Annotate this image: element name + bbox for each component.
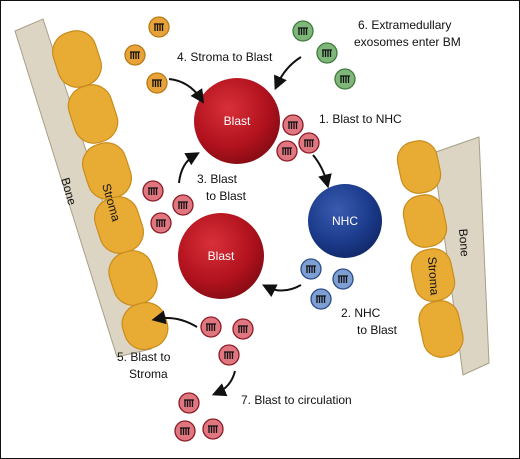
nhc-cell: NHC [308, 184, 382, 258]
exosome [172, 194, 194, 216]
step-3-label-line2: to Blast [206, 189, 247, 203]
blast-top-label: Blast [224, 114, 251, 128]
step-6-label-line2: exosomes enter BM [354, 35, 461, 49]
step-6-label-line1: 6. Extramedullary [358, 18, 451, 32]
arrow-nhc-to-blast [261, 284, 302, 298]
arrow-blast-to-circulation [211, 370, 236, 397]
arrow-extramedullary-to-blast [274, 56, 302, 91]
arrow-blast-to-nhc [312, 154, 332, 189]
exosome [282, 114, 304, 136]
exosome [332, 268, 354, 290]
exosome [298, 132, 320, 154]
exosome [174, 420, 196, 442]
arrows [151, 56, 332, 397]
exosome [178, 392, 200, 414]
stroma-exosomes-group [124, 16, 170, 94]
exosome [148, 16, 170, 38]
step-labels: 4. Stroma to Blast 6. Extramedullary exo… [117, 18, 461, 407]
exosome [232, 318, 254, 340]
nhc-to-blast-exosomes [300, 258, 354, 310]
left-stroma-cells [52, 30, 169, 351]
step-5-label-line2: Stroma [129, 367, 168, 381]
step-1-label: 1. Blast to NHC [319, 112, 402, 126]
blast-to-nhc-exosomes [276, 114, 320, 162]
exosome [200, 316, 222, 338]
left-bone-stroma: Bone Stroma [14, 18, 169, 358]
right-bone-label: Bone [456, 228, 472, 257]
step-7-label: 7. Blast to circulation [241, 393, 352, 407]
exosome [146, 72, 168, 94]
exosome [276, 140, 298, 162]
blast-to-blast-exosomes [142, 180, 194, 234]
exosome [202, 418, 224, 440]
exosome [300, 258, 322, 280]
arrow-blast-to-stroma [151, 310, 198, 328]
exosome [124, 44, 146, 66]
nhc-label: NHC [332, 214, 358, 228]
arrow-blast-to-blast [178, 152, 200, 184]
arrow-stroma-to-blast [168, 78, 205, 104]
right-bone-stroma: Bone Stroma [396, 136, 490, 376]
step-5-label-line1: 5. Blast to [117, 350, 171, 364]
blast-bottom-label: Blast [208, 249, 235, 263]
step-4-label: 4. Stroma to Blast [177, 50, 273, 64]
blast-cell-bottom: Blast [178, 213, 264, 299]
exosome [334, 68, 356, 90]
step-2-label-line2: to Blast [357, 323, 398, 337]
exosome [316, 42, 338, 64]
exosome [310, 288, 332, 310]
exosome [218, 344, 240, 366]
exosome [150, 212, 172, 234]
step-2-label-line1: 2. NHC [341, 306, 381, 320]
extramedullary-exosomes-group [292, 20, 356, 90]
exosome [142, 180, 164, 202]
exosome [292, 20, 314, 42]
blast-to-stroma-exosomes [200, 316, 254, 366]
blast-to-circulation-exosomes [174, 392, 224, 442]
blast-cell-top: Blast [194, 78, 280, 164]
right-stroma-cells [396, 140, 464, 358]
step-3-label-line1: 3. Blast [197, 172, 238, 186]
right-stroma-label: Stroma [425, 256, 442, 296]
right-bone [432, 136, 490, 376]
